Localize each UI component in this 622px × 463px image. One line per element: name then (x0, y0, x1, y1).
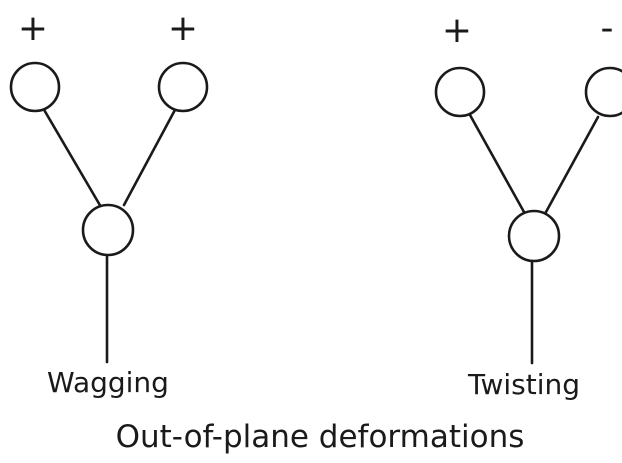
wagging-atom-left (9, 61, 61, 113)
twisting-atom-center (507, 209, 561, 263)
diagram-caption: Out-of-plane deformations (116, 419, 525, 455)
twisting-atom-right (584, 66, 622, 118)
wagging-bond-left (41, 106, 103, 209)
wagging-mode: + + Wagging (9, 8, 209, 399)
twisting-bond-right (544, 115, 600, 214)
twisting-label: Twisting (467, 368, 580, 401)
twisting-left-sign: + (442, 10, 472, 51)
wagging-label: Wagging (47, 366, 169, 399)
wagging-bond-right (122, 106, 178, 207)
twisting-bond-left (468, 113, 526, 214)
wagging-atom-right (157, 61, 209, 113)
twisting-right-sign: - (601, 8, 614, 49)
wagging-left-sign: + (18, 8, 48, 49)
wagging-right-sign: + (168, 8, 198, 49)
twisting-mode: + - Twisting (434, 8, 622, 401)
wagging-atom-center (81, 203, 135, 257)
twisting-atom-left (434, 66, 486, 118)
